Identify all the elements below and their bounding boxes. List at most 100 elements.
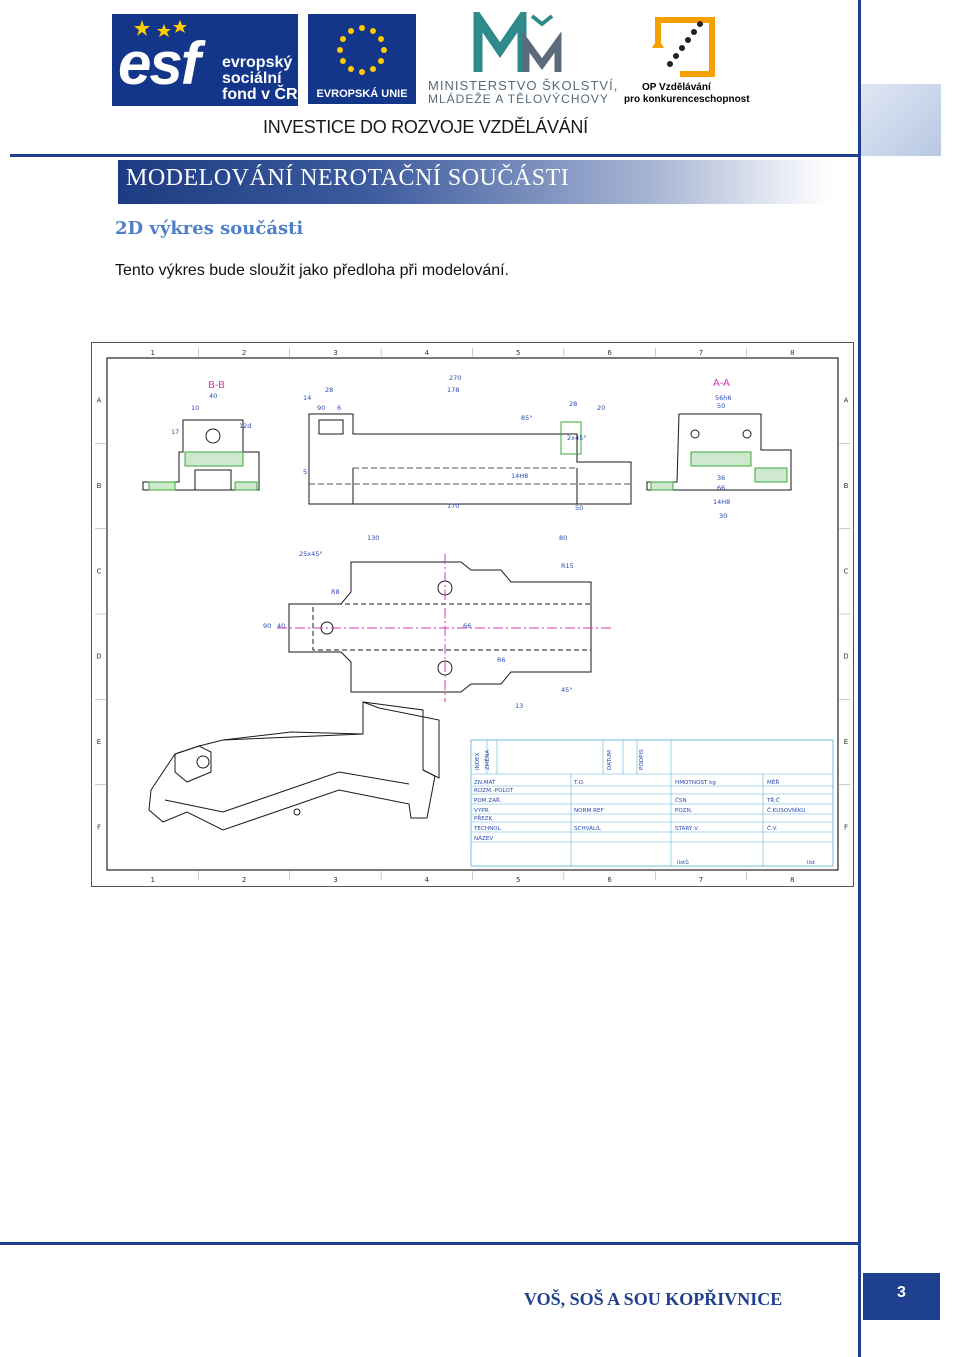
grid-row-label: E	[844, 738, 848, 746]
tb-sheet-label: list	[807, 860, 816, 866]
dimension-label: 2x45°	[567, 434, 587, 442]
grid-col-label: 3	[333, 349, 337, 357]
dimension-label: 25x45°	[299, 550, 323, 558]
eu-logo: EVROPSKÁ UNIE	[308, 14, 416, 104]
dimension-label: 178	[447, 386, 459, 394]
corner-decoration	[861, 84, 941, 156]
dimension-label: 30	[719, 512, 727, 520]
tb-cell: POM.ZAŘ.	[474, 796, 502, 804]
dimension-label: R8	[331, 588, 340, 596]
dimension-label: 17	[171, 428, 179, 436]
section-label-aa: A-A	[713, 378, 730, 389]
tb-col-header: ZMĚNA	[483, 750, 491, 770]
grid-col-label: 5	[516, 349, 520, 357]
op-line2: pro konkurenceschopnost	[624, 94, 750, 105]
grid-row-label: B	[97, 482, 102, 490]
tb-cell: SCHVÁLIL	[574, 825, 602, 832]
dimension-label: 90	[317, 404, 325, 412]
dimension-label: 20	[597, 404, 605, 412]
section-bb-view	[142, 419, 260, 491]
tb-cell: NORM.REF	[574, 808, 604, 814]
tb-cell: ČSN	[675, 797, 687, 804]
grid-row-label: D	[96, 653, 101, 661]
dimension-label: 270	[449, 374, 461, 382]
esf-line1: evropský	[222, 54, 293, 71]
dimension-label: 170	[447, 502, 459, 510]
section-aa-view	[646, 413, 792, 491]
msmt-mark-icon	[473, 12, 562, 72]
dimension-label: 28	[325, 386, 333, 394]
dimension-label: 90	[263, 622, 271, 630]
subheading: 2D výkres součásti	[115, 218, 304, 239]
tb-cell: ZN.MAT	[474, 780, 496, 786]
dimension-label: 5	[303, 468, 307, 476]
op-vzdelavani-logo: OP Vzdělávání pro konkurenceschopnost	[620, 12, 750, 107]
grid-col-label: 4	[425, 876, 430, 884]
tb-cell: TŘ.Č	[766, 796, 780, 804]
dimension-label: 28	[569, 400, 577, 408]
grid-row-label: C	[97, 567, 102, 575]
grid-col-label: 4	[425, 349, 430, 357]
grid-row-label: B	[844, 482, 849, 490]
tb-cell: ROZM.-POLOT	[474, 788, 514, 794]
section-title: MODELOVÁNÍ NEROTAČNÍ SOUČÁSTI	[126, 165, 570, 191]
front-view	[308, 413, 632, 505]
grid-col-label: 7	[699, 349, 703, 357]
grid-col-label: 8	[790, 349, 794, 357]
grid-col-label: 5	[516, 876, 520, 884]
page-number: 3	[863, 1273, 940, 1320]
grid-col-label: 2	[242, 876, 246, 884]
esf-stars-icon	[134, 20, 187, 37]
section-label-bb: B-B	[208, 380, 225, 391]
tb-sheets-label: listů	[677, 859, 689, 866]
dimension-label: 85°	[521, 414, 533, 422]
header-rule	[10, 154, 858, 157]
dimension-label: 36	[717, 474, 725, 482]
dimension-label: 6	[337, 404, 341, 412]
dimension-label: 66	[463, 622, 471, 630]
isometric-view	[148, 701, 440, 831]
dimension-label: 45°	[561, 686, 573, 694]
grid-row-label: E	[97, 738, 101, 746]
dimension-label: 40	[209, 392, 217, 400]
dimension-label: 14H8	[713, 498, 730, 506]
eu-flag-icon	[308, 14, 416, 86]
tb-cell: Č.KUSOVNÍKU	[767, 807, 805, 814]
grid-col-label: 1	[150, 876, 154, 884]
grid-row-label: A	[844, 397, 849, 405]
grid-row-label: F	[844, 823, 848, 831]
dimension-label: R15	[561, 562, 574, 570]
tb-cell: HMOTNOST kg	[675, 780, 716, 786]
dimension-label: 14H8	[511, 472, 528, 480]
grid-col-label: 6	[607, 349, 612, 357]
tb-cell: TECHNOL.	[473, 826, 503, 832]
dimension-label: 12d	[239, 422, 251, 430]
grid-col-label: 7	[699, 876, 703, 884]
dimension-label: 14	[303, 394, 311, 402]
dimension-label: 66	[717, 484, 725, 492]
esf-logo: esf evropský sociální fond v ČR	[112, 14, 298, 106]
grid-row-label: C	[844, 567, 849, 575]
msmt-line1: MINISTERSTVO ŠKOLSTVÍ,	[428, 78, 619, 93]
msmt-line2: MLÁDEŽE A TĚLOVÝCHOVY	[428, 92, 609, 106]
grid-col-label: 8	[790, 876, 794, 884]
dimension-label: 50	[717, 402, 725, 410]
tagline: INVESTICE DO ROZVOJE VZDĚLÁVÁNÍ	[263, 117, 588, 137]
tb-cell: PŘEZK.	[474, 814, 494, 822]
tb-col-header: PODPIS	[639, 749, 645, 770]
tb-col-header: DATUM	[607, 750, 613, 770]
tb-cell: NÁZEV	[474, 835, 493, 842]
grid-row-label: D	[843, 653, 848, 661]
dimension-label: 56h6	[715, 394, 732, 402]
tb-cell: VYPR.	[474, 808, 490, 814]
dimension-label: 40	[277, 622, 285, 630]
esf-logo-mark: esf	[118, 30, 201, 97]
dimension-label: R6	[497, 656, 506, 664]
grid-col-label: 2	[242, 349, 246, 357]
section-title-bar	[118, 160, 830, 204]
msmt-logo: MINISTERSTVO ŠKOLSTVÍ, MLÁDEŽE A TĚLOVÝC…	[428, 12, 619, 106]
tb-cell: STARÝ V.	[675, 825, 699, 832]
tb-cell: Č.V.	[767, 825, 778, 832]
tb-col-header: INDEX	[475, 752, 481, 770]
